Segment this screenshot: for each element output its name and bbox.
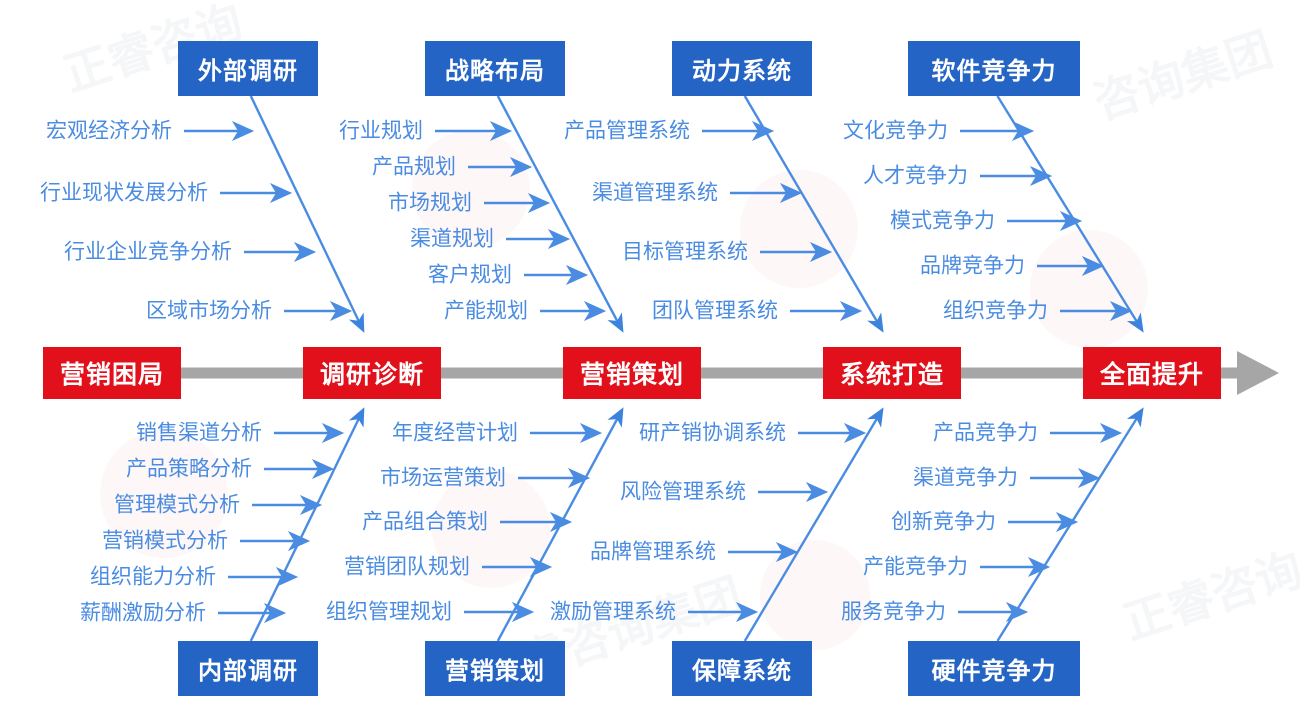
cause-label: 宏观经济分析 bbox=[46, 119, 172, 143]
category-box-战略布局[interactable]: 战略布局 bbox=[425, 41, 565, 96]
cause-label: 营销团队规划 bbox=[344, 555, 470, 579]
cause-label: 研产销协调系统 bbox=[639, 421, 786, 445]
cause-label: 行业现状发展分析 bbox=[40, 181, 208, 205]
category-box-营销策划[interactable]: 营销策划 bbox=[425, 641, 565, 696]
cause-label: 团队管理系统 bbox=[652, 299, 778, 323]
cause-label: 产品策略分析 bbox=[126, 457, 252, 481]
spine-node-2[interactable]: 调研诊断 bbox=[303, 347, 441, 399]
spine-node-4[interactable]: 系统打造 bbox=[823, 347, 961, 399]
cause-label: 管理模式分析 bbox=[114, 493, 240, 517]
cause-label: 组织竞争力 bbox=[943, 299, 1048, 323]
spine-node-1[interactable]: 营销困局 bbox=[43, 347, 181, 399]
cause-label: 渠道竞争力 bbox=[913, 466, 1018, 490]
cause-label: 产品管理系统 bbox=[564, 119, 690, 143]
cause-label: 市场运营策划 bbox=[380, 466, 506, 490]
cause-label: 客户规划 bbox=[428, 263, 512, 287]
cause-label: 产能规划 bbox=[444, 299, 528, 323]
cause-label: 产品竞争力 bbox=[933, 421, 1038, 445]
category-box-保障系统[interactable]: 保障系统 bbox=[672, 641, 812, 696]
cause-label: 市场规划 bbox=[388, 191, 472, 215]
cause-label: 组织能力分析 bbox=[90, 565, 216, 589]
cause-label: 组织管理规划 bbox=[326, 600, 452, 624]
cause-label: 区域市场分析 bbox=[146, 299, 272, 323]
category-box-内部调研[interactable]: 内部调研 bbox=[178, 641, 318, 696]
cause-label: 产品组合策划 bbox=[362, 510, 488, 534]
cause-label: 薪酬激励分析 bbox=[80, 601, 206, 625]
spine-node-5[interactable]: 全面提升 bbox=[1083, 347, 1221, 399]
cause-label: 渠道管理系统 bbox=[592, 181, 718, 205]
cause-label: 目标管理系统 bbox=[622, 240, 748, 264]
category-box-外部调研[interactable]: 外部调研 bbox=[178, 41, 318, 96]
cause-label: 品牌管理系统 bbox=[590, 540, 716, 564]
cause-label: 激励管理系统 bbox=[550, 600, 676, 624]
cause-label: 行业规划 bbox=[339, 119, 423, 143]
cause-arrow-group bbox=[184, 120, 1133, 624]
spine-node-3[interactable]: 营销策划 bbox=[563, 347, 701, 399]
cause-label: 人才竞争力 bbox=[863, 164, 968, 188]
cause-label: 模式竞争力 bbox=[890, 209, 995, 233]
cause-label: 服务竞争力 bbox=[841, 600, 946, 624]
cause-label: 产能竞争力 bbox=[863, 555, 968, 579]
category-box-硬件竞争力[interactable]: 硬件竞争力 bbox=[908, 641, 1080, 696]
cause-label: 年度经营计划 bbox=[392, 421, 518, 445]
cause-label: 风险管理系统 bbox=[620, 480, 746, 504]
cause-label: 创新竞争力 bbox=[891, 510, 996, 534]
cause-label: 品牌竞争力 bbox=[920, 254, 1025, 278]
category-box-动力系统[interactable]: 动力系统 bbox=[672, 41, 812, 96]
cause-label: 营销模式分析 bbox=[102, 529, 228, 553]
cause-label: 产品规划 bbox=[372, 155, 456, 179]
spine-line-group bbox=[181, 351, 1279, 395]
cause-label: 文化竞争力 bbox=[843, 119, 948, 143]
cause-label: 行业企业竞争分析 bbox=[64, 240, 232, 264]
cause-label: 销售渠道分析 bbox=[136, 421, 262, 445]
category-box-软件竞争力[interactable]: 软件竞争力 bbox=[908, 41, 1080, 96]
cause-label: 渠道规划 bbox=[410, 227, 494, 251]
